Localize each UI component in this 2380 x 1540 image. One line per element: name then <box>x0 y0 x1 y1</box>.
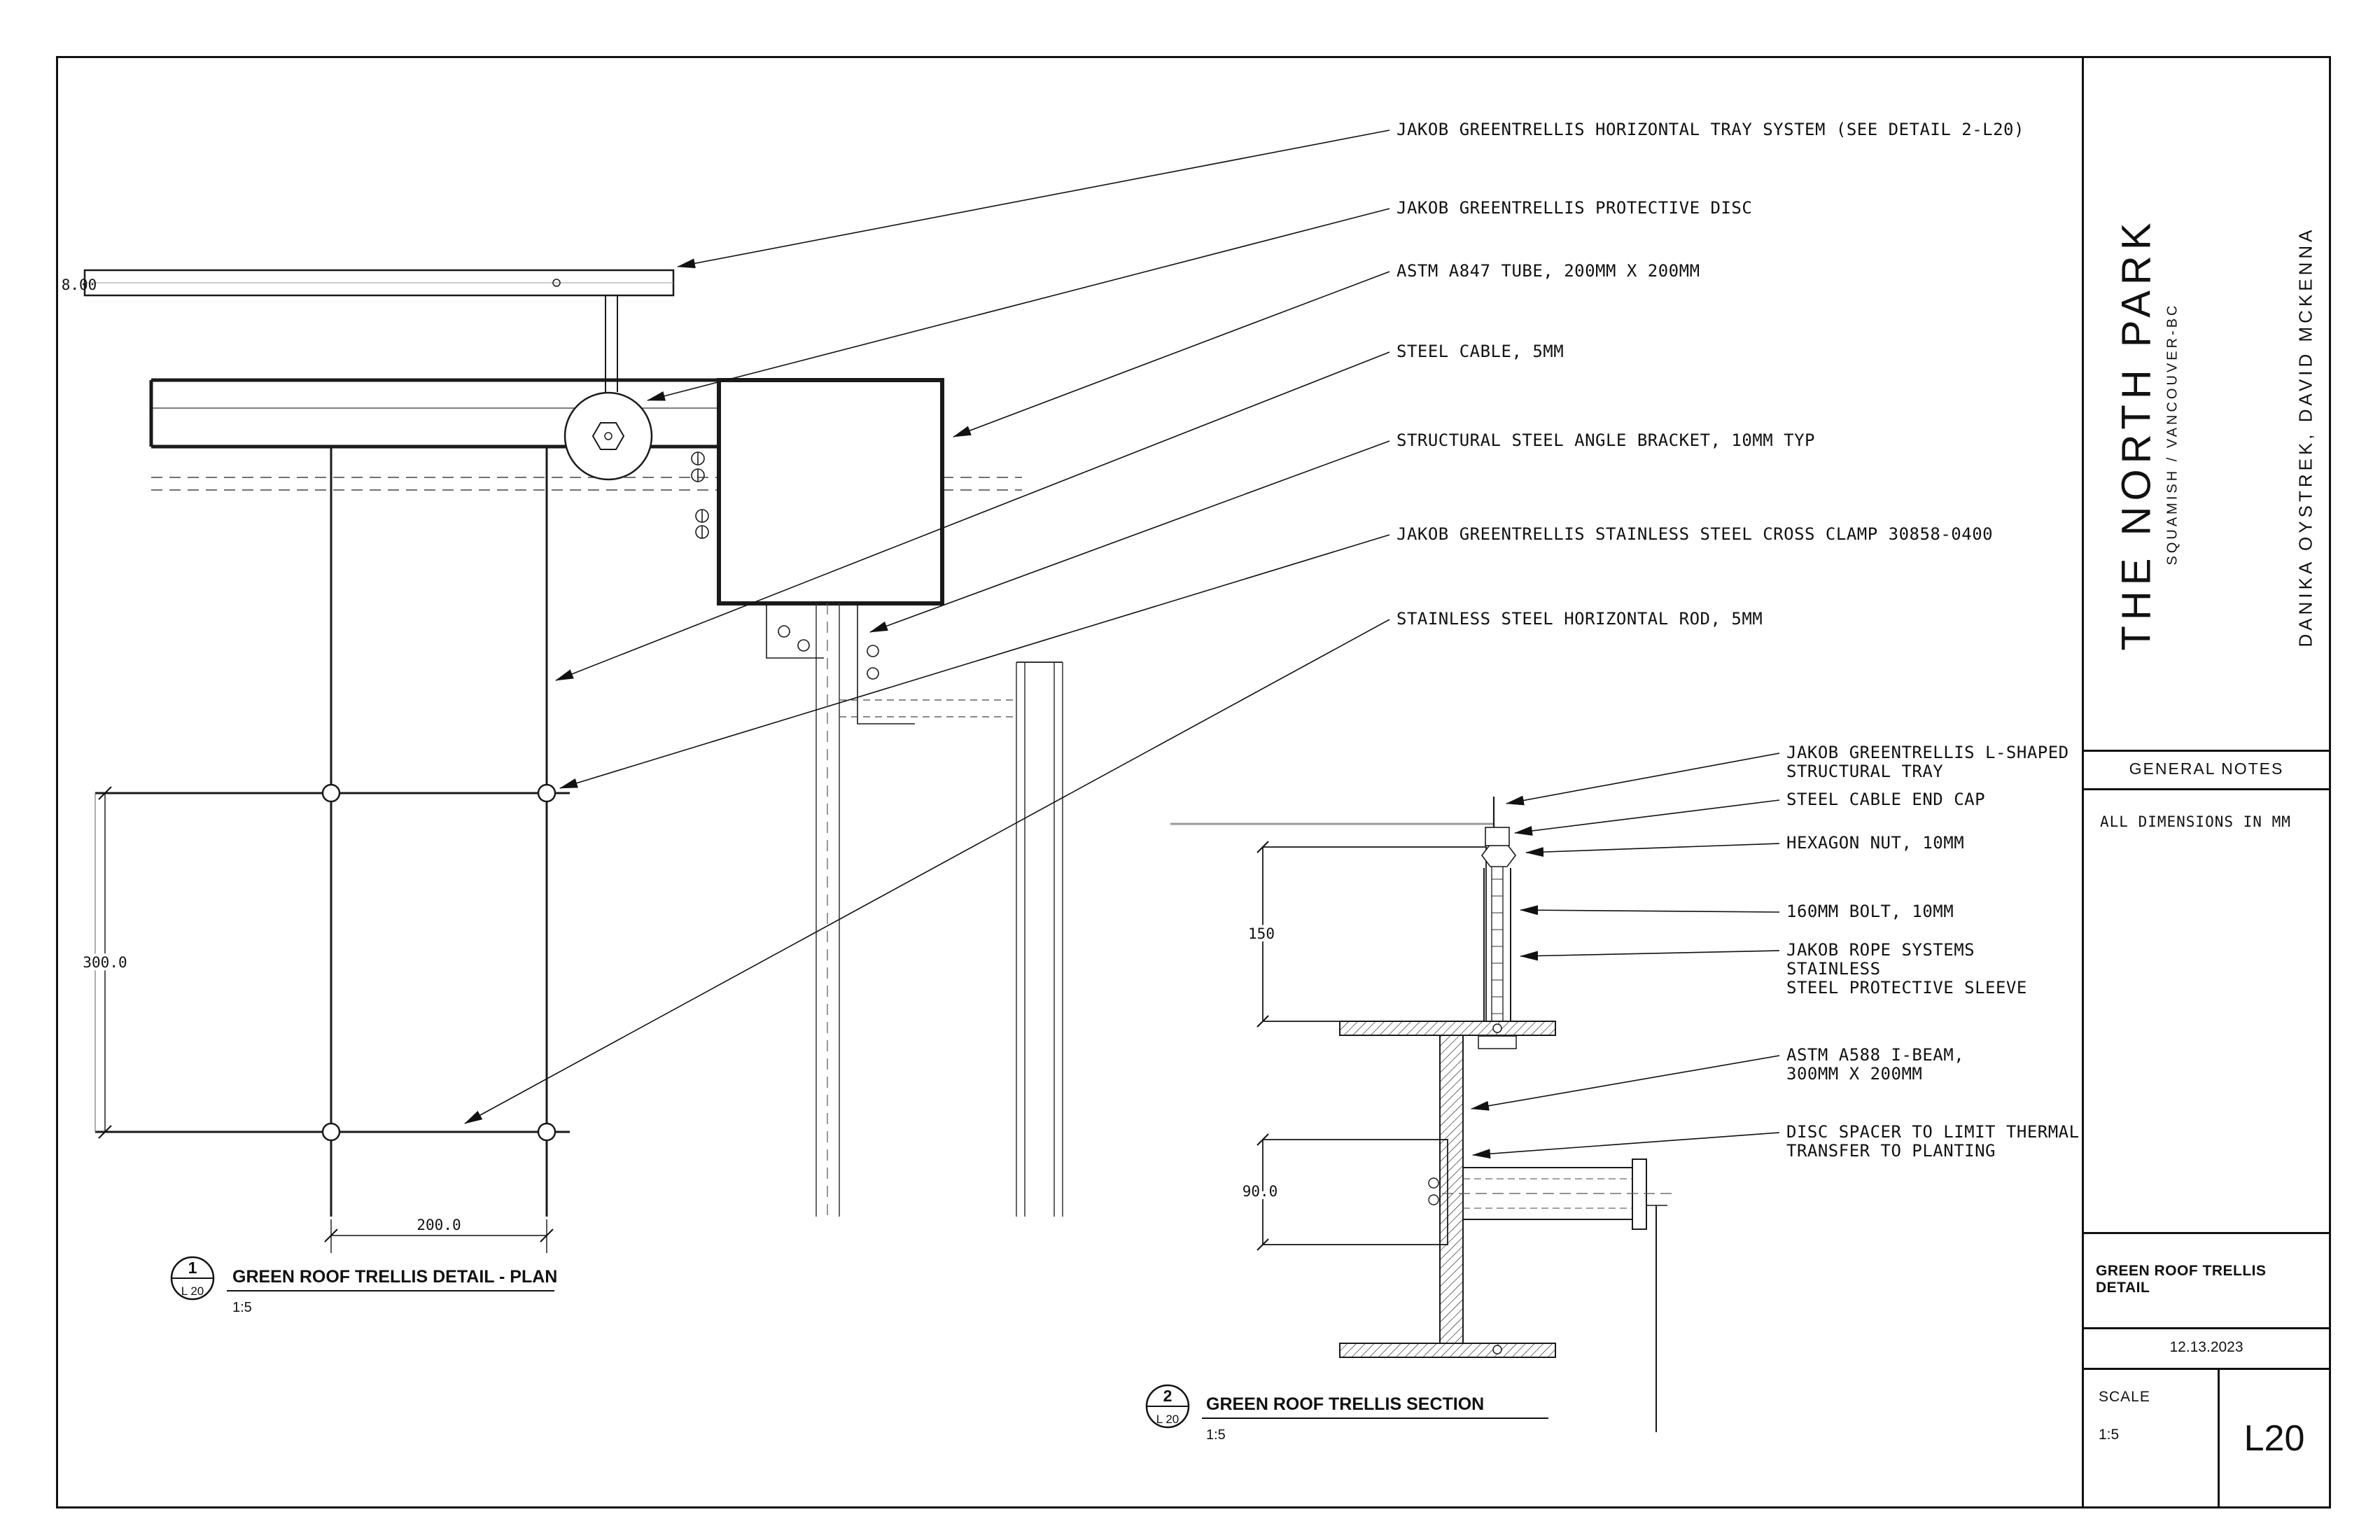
sheet-number: L20 <box>2244 1418 2305 1459</box>
section-dimensions <box>1256 841 1269 1251</box>
callout-label: STEEL CABLE END CAP <box>1786 790 1985 809</box>
detail-title: GREEN ROOF TRELLIS SECTION <box>1206 1394 1484 1414</box>
dim-panel-height: 300.0 <box>83 954 127 971</box>
callout-label: STAINLESS STEEL HORIZONTAL ROD, 5MM <box>1396 609 1763 629</box>
project-name: THE NORTH PARK <box>2113 217 2160 651</box>
callout-label: 160MM BOLT, 10MM <box>1786 902 1954 921</box>
dim-tray-depth: 8.00 <box>62 276 97 293</box>
protective-disc <box>564 391 653 481</box>
titleblock-left-divider <box>2082 56 2084 1508</box>
callout-label: ASTM A847 TUBE, 200MM X 200MM <box>1396 261 1700 281</box>
plan-dimensions <box>98 786 554 1253</box>
detail-number: 1 <box>188 1259 197 1277</box>
callout-label: HEXAGON NUT, 10MM <box>1786 833 1964 853</box>
plan-leaders <box>464 130 1390 1124</box>
detail-number: 2 <box>1163 1387 1172 1405</box>
section-leaders <box>1471 752 1780 1159</box>
disc-spacer <box>1428 1158 1674 1230</box>
callout-label: STAINLESS <box>1786 959 1881 979</box>
dim-panel-width: 200.0 <box>416 1217 461 1233</box>
tube-drop-lines <box>816 603 840 1217</box>
detail-title: GREEN ROOF TRELLIS DETAIL - PLAN <box>232 1267 557 1287</box>
sheet-date: 12.13.2023 <box>2169 1339 2244 1355</box>
callout-label: JAKOB GREENTRELLIS PROTECTIVE DISC <box>1396 198 1752 218</box>
callout-label: DISC SPACER TO LIMIT THERMAL <box>1786 1122 2080 1142</box>
detail-sheet-ref: L 20 <box>181 1284 204 1298</box>
dim-lower: 90.0 <box>1242 1183 1278 1200</box>
titleblock-divider <box>2082 750 2331 752</box>
project-location: SQUAMISH / VANCOUVER-BC <box>2164 302 2180 566</box>
callout-label: 300MM X 200MM <box>1786 1064 1922 1084</box>
lower-tray-rect <box>1262 1139 1448 1245</box>
dim-upper: 150 <box>1248 925 1275 942</box>
callout-label: JAKOB GREENTRELLIS HORIZONTAL TRAY SYSTE… <box>1396 120 2024 139</box>
cross-clamps <box>321 783 556 1142</box>
titleblock-divider <box>2082 788 2331 790</box>
scale-cell-divider <box>2218 1368 2220 1508</box>
steel-cables <box>330 447 548 1217</box>
horizontal-tray <box>83 269 675 392</box>
general-note: ALL DIMENSIONS IN MM <box>2100 813 2291 830</box>
callout-label: JAKOB GREENTRELLIS L-SHAPED <box>1786 743 2069 762</box>
hanging-cable <box>1646 1205 1667 1432</box>
detail-sheet-ref: L 20 <box>1156 1413 1179 1426</box>
general-notes-header: GENERAL NOTES <box>2129 760 2284 778</box>
callout-label: STEEL CABLE, 5MM <box>1396 342 1564 361</box>
bolt-and-sleeve <box>1483 844 1511 1021</box>
sheet-title: GREEN ROOF TRELLIS DETAIL <box>2096 1263 2267 1296</box>
detail-scale: 1:5 <box>1206 1427 1226 1443</box>
callout-label: JAKOB GREENTRELLIS STAINLESS STEEL CROSS… <box>1396 524 1993 544</box>
cable-end-cap <box>1485 827 1510 846</box>
titleblock-divider <box>2082 1232 2331 1234</box>
detail-scale: 1:5 <box>232 1300 252 1315</box>
section-detail-drawing <box>1170 797 1674 1432</box>
section-callouts: JAKOB GREENTRELLIS L-SHAPED STRUCTURAL T… <box>1786 743 2080 1161</box>
section-detail-title: 2 L 20 GREEN ROOF TRELLIS SECTION 1:5 <box>1145 1384 1548 1443</box>
titleblock-divider <box>2082 1327 2331 1329</box>
right-column <box>839 662 1063 1217</box>
sheet-border <box>56 56 2331 1508</box>
scale-value: 1:5 <box>2099 1427 2120 1443</box>
callout-label: STRUCTURAL STEEL ANGLE BRACKET, 10MM TYP <box>1396 430 1815 450</box>
callout-label: ASTM A588 I-BEAM, <box>1786 1045 1964 1065</box>
plan-callouts: JAKOB GREENTRELLIS HORIZONTAL TRAY SYSTE… <box>1396 120 2024 629</box>
project-authors: DANIKA OYSTREK, DAVID MCKENNA <box>2295 226 2316 648</box>
plan-detail-drawing <box>83 269 1063 1253</box>
angle-brackets <box>691 451 915 724</box>
callout-label: JAKOB ROPE SYSTEMS <box>1786 940 1975 960</box>
plan-detail-title: 1 L 20 GREEN ROOF TRELLIS DETAIL - PLAN … <box>170 1256 557 1315</box>
callout-label: TRANSFER TO PLANTING <box>1786 1141 1996 1161</box>
callout-label: STEEL PROTECTIVE SLEEVE <box>1786 978 2027 997</box>
i-beam <box>1339 1021 1556 1358</box>
titleblock-divider <box>2082 1368 2331 1370</box>
scale-label: SCALE <box>2099 1389 2150 1405</box>
callout-label: STRUCTURAL TRAY <box>1786 762 1943 781</box>
square-tube <box>717 378 944 606</box>
